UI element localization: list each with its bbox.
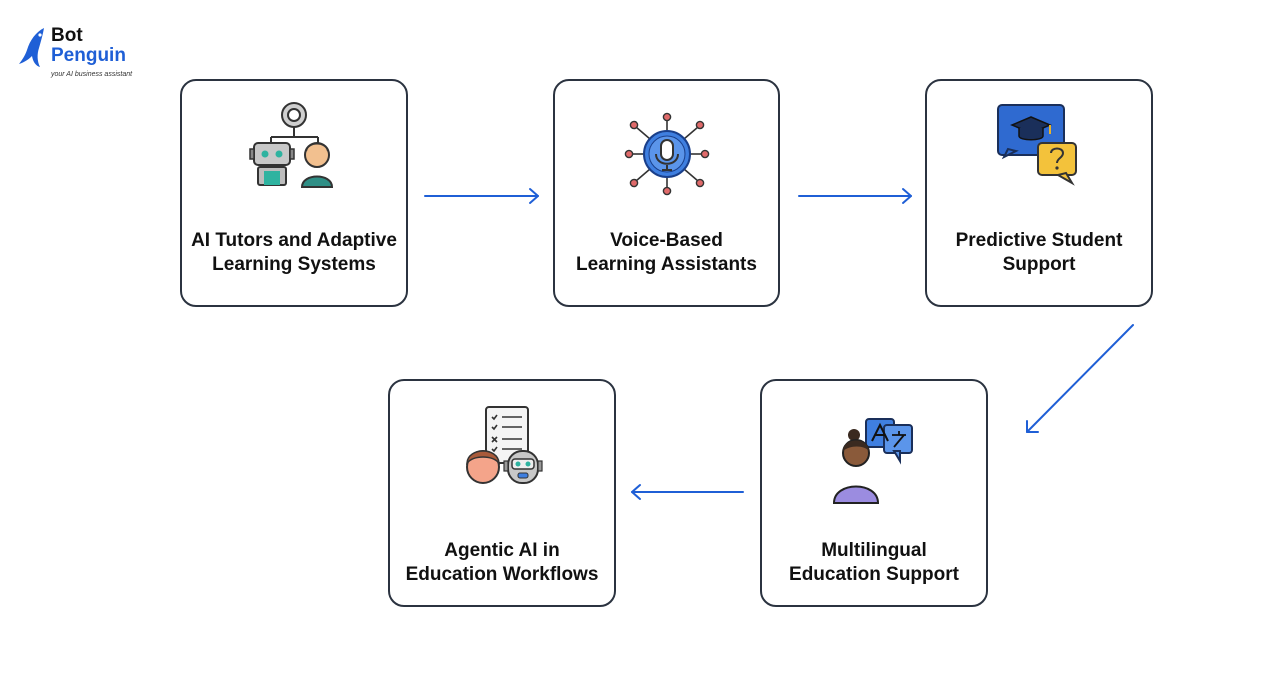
step-label-line2: Education Support: [789, 564, 959, 585]
step-label-line2: Learning Systems: [212, 254, 376, 275]
arrow-right-1: [424, 188, 539, 204]
penguin-logo-icon: [19, 28, 44, 67]
step-label-line1: Multilingual: [821, 540, 927, 561]
microphone-network-icon: [624, 112, 709, 196]
graduation-question-icon: [997, 104, 1077, 186]
arrow-right-2: [798, 188, 912, 204]
step-label-line1: Voice-Based: [610, 230, 723, 251]
checklist-robot-icon: [466, 406, 543, 484]
robot-tutor-icon: [249, 102, 334, 188]
step-label-line1: Predictive Student: [955, 230, 1123, 251]
brand-tagline: your AI business assistant: [51, 71, 133, 78]
step-label-line2: Education Workflows: [405, 564, 599, 585]
step-card-agentic-ai: Agentic AI in Education Workflows: [388, 379, 616, 607]
step-card-voice-assistants: Voice-Based Learning Assistants: [553, 79, 780, 307]
step-card-multilingual-support: Multilingual Education Support: [760, 379, 988, 607]
step-label-line1: Agentic AI in: [444, 540, 560, 561]
translation-person-icon: [832, 418, 913, 504]
step-label-line1: AI Tutors and Adaptive: [191, 230, 397, 251]
arrow-diagonal-down: [1026, 324, 1134, 433]
brand-name-line1: Bot: [51, 25, 83, 46]
step-card-ai-tutors: AI Tutors and Adaptive Learning Systems: [180, 79, 408, 307]
brand-name: Bot Penguin: [51, 26, 126, 66]
step-label-line2: Support: [1002, 254, 1076, 275]
brand-logo: Bot Penguin your AI business assistant: [18, 26, 148, 82]
brand-name-line2: Penguin: [51, 45, 126, 66]
step-card-predictive-support: Predictive Student Support: [925, 79, 1153, 307]
arrow-left: [631, 484, 744, 500]
step-label-line2: Learning Assistants: [576, 254, 757, 275]
